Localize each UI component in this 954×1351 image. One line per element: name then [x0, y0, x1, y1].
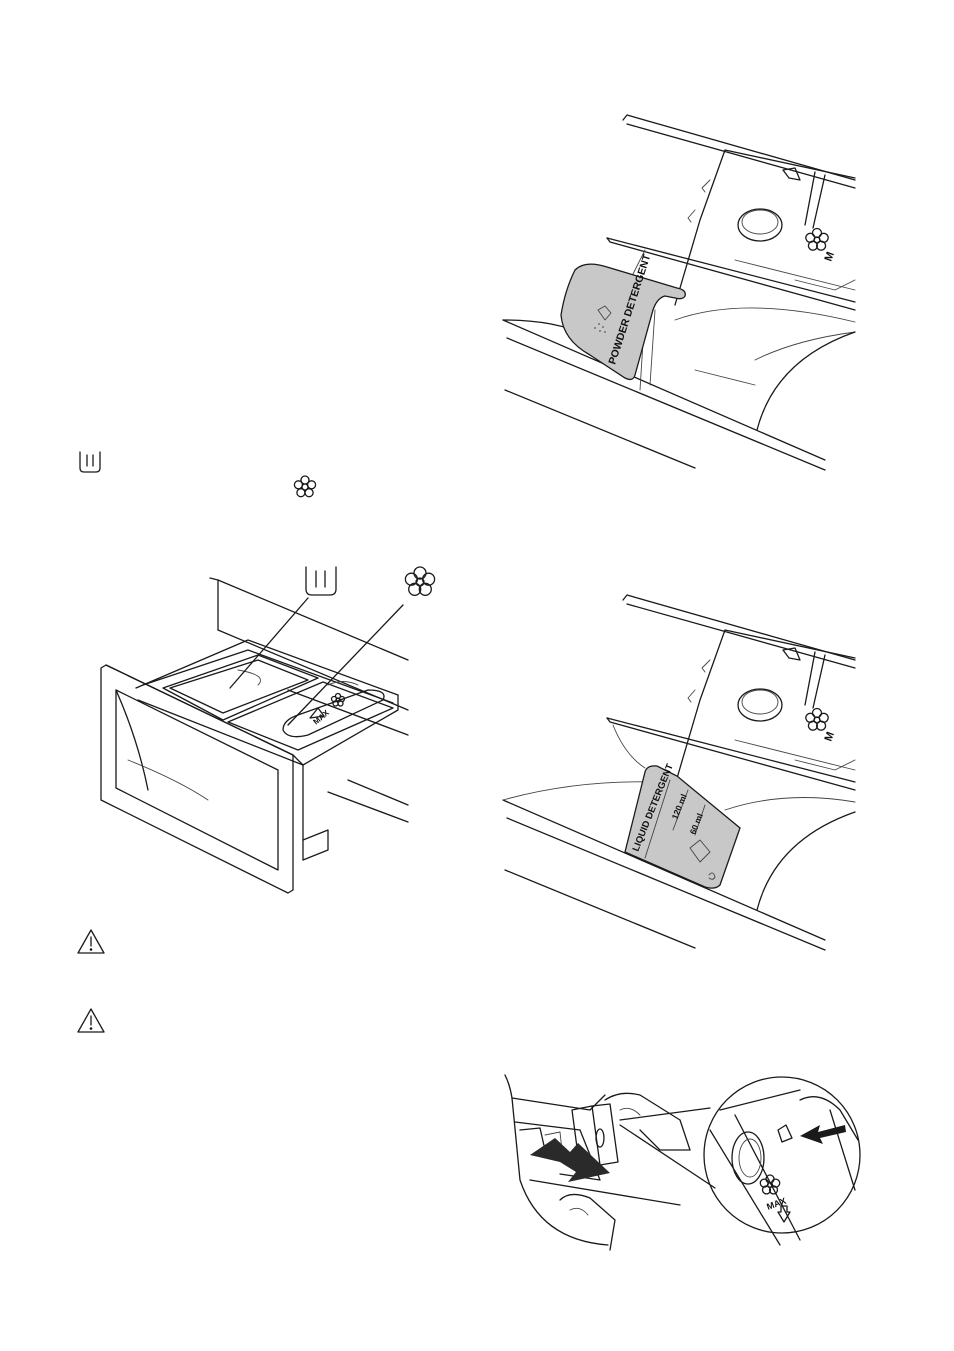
fabric-softener-flower-icon [293, 475, 317, 499]
liquid-compartment-marking: M [823, 730, 837, 743]
main-wash-compartment-icon [77, 450, 103, 474]
powder-compartment-marking: M [823, 250, 837, 263]
detergent-drawer-illustration: MAX [98, 560, 458, 900]
liquid-detergent-illustration: M LIQUID DETERGENT 120 ml 60 ml [495, 590, 865, 960]
powder-detergent-illustration: M POWDER DETERGENT [495, 110, 865, 480]
warning-triangle-icon [76, 1007, 106, 1034]
drawer-removal-illustration: MAX [500, 1070, 865, 1250]
warning-triangle-icon [76, 928, 106, 955]
